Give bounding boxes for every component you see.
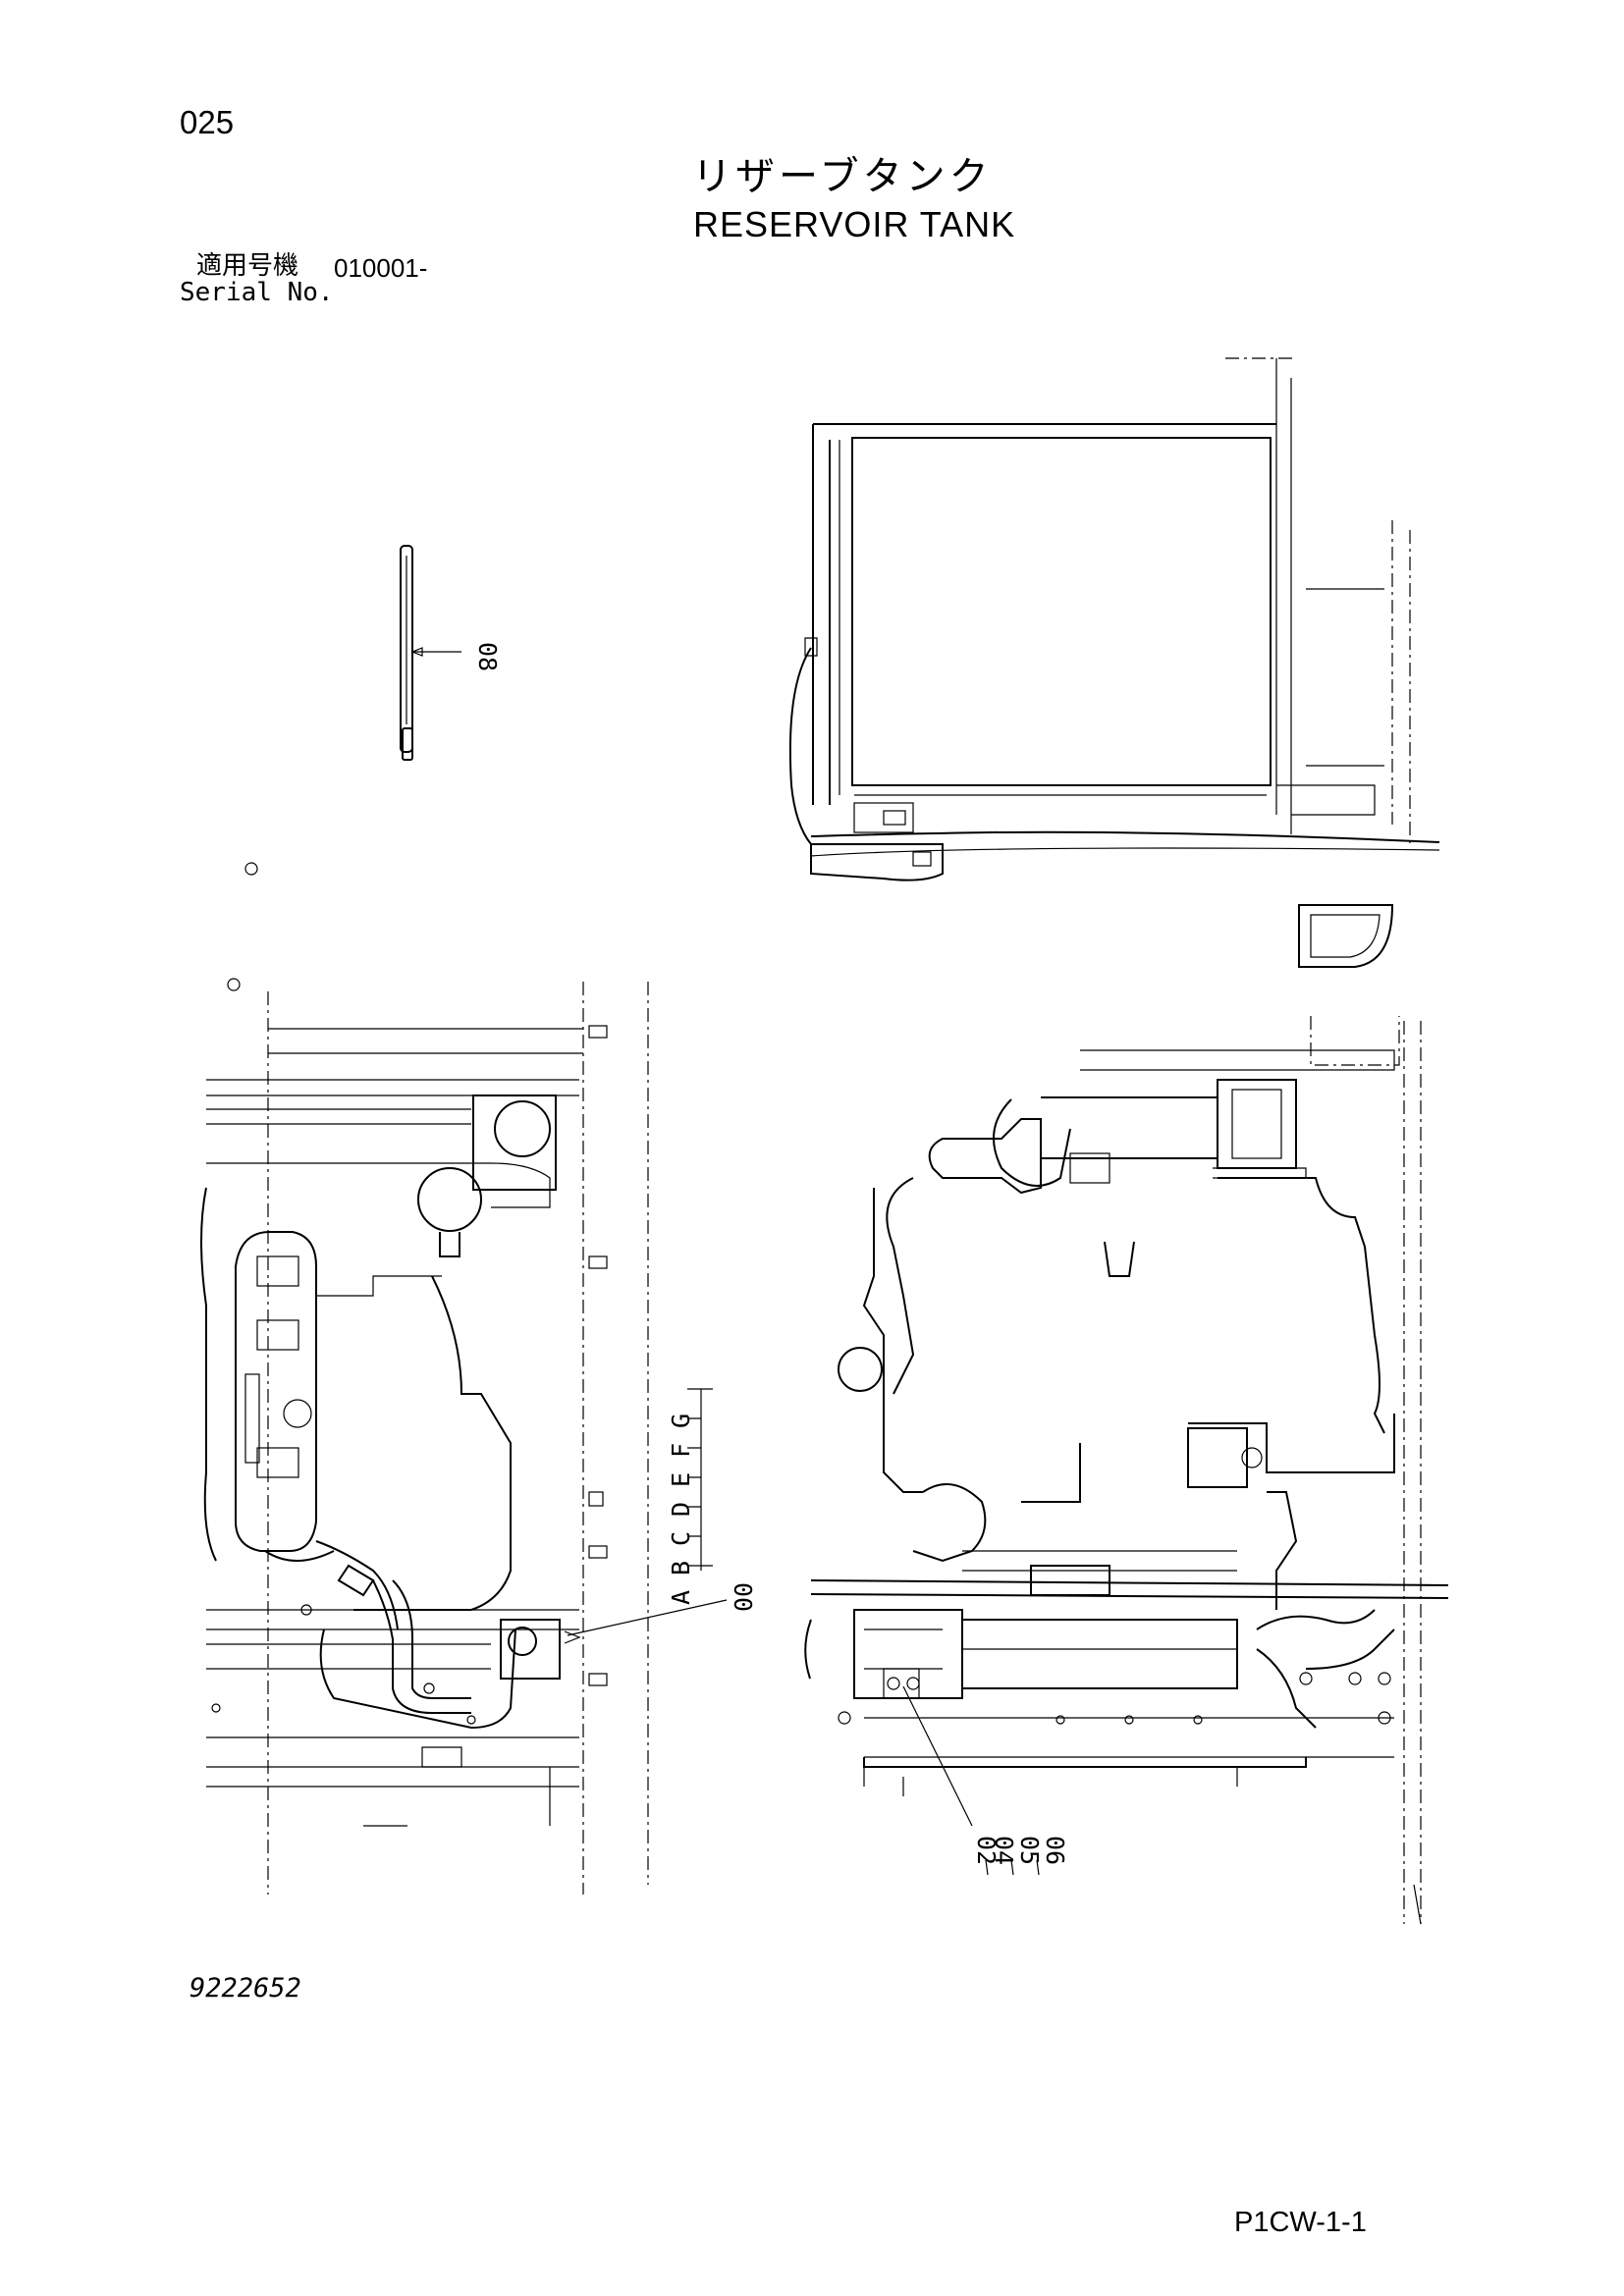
document-number: 9222652 [189,1973,301,2003]
leader-line-02-06 [902,1685,973,1827]
grid-letter-e: E [667,1472,695,1487]
callout-separators [985,1859,1040,1876]
grid-letter-c: C [667,1531,695,1546]
page-number: 025 [180,104,235,140]
grid-letter-g: G [667,1414,695,1428]
callout-04: 04 [990,1836,1018,1865]
page-code: P1CW-1-1 [1234,2207,1367,2238]
grid-letter-d: D [667,1502,695,1517]
grid-scale [687,1388,713,1571]
callout-05: 05 [1015,1836,1044,1865]
grid-letter-b: B [667,1561,695,1575]
title-english: RESERVOIR TANK [693,204,1016,244]
leader-line-00 [567,1599,728,1636]
plan-view-right-drawing [804,1016,1449,1925]
title-japanese: リザーブタンク [692,154,993,199]
side-view-drawing [788,357,1440,968]
cable-tie-drawing [400,545,461,761]
serial-value: 010001- [334,253,428,283]
callout-06: 06 [1041,1836,1069,1865]
callout-00: 00 [729,1582,757,1612]
grid-letter-f: F [667,1443,695,1458]
serial-label-english: Serial No. [180,278,334,307]
callout-08: 08 [473,642,502,671]
small-circle-mark [244,862,258,876]
grid-letter-a: A [667,1590,695,1605]
plan-view-left-drawing [200,978,649,1895]
serial-label-japanese: 適用号機 [196,251,299,281]
